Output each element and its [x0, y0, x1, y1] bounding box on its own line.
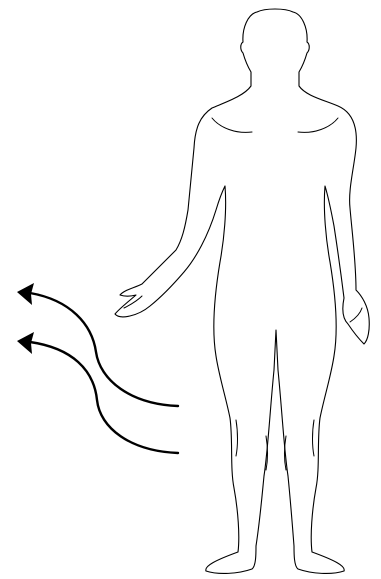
lower-arrow-line	[30, 342, 178, 453]
human-figure	[115, 9, 369, 573]
lower-arrow	[17, 332, 178, 453]
upper-arrow-line	[30, 293, 178, 406]
body-outline	[115, 9, 369, 573]
